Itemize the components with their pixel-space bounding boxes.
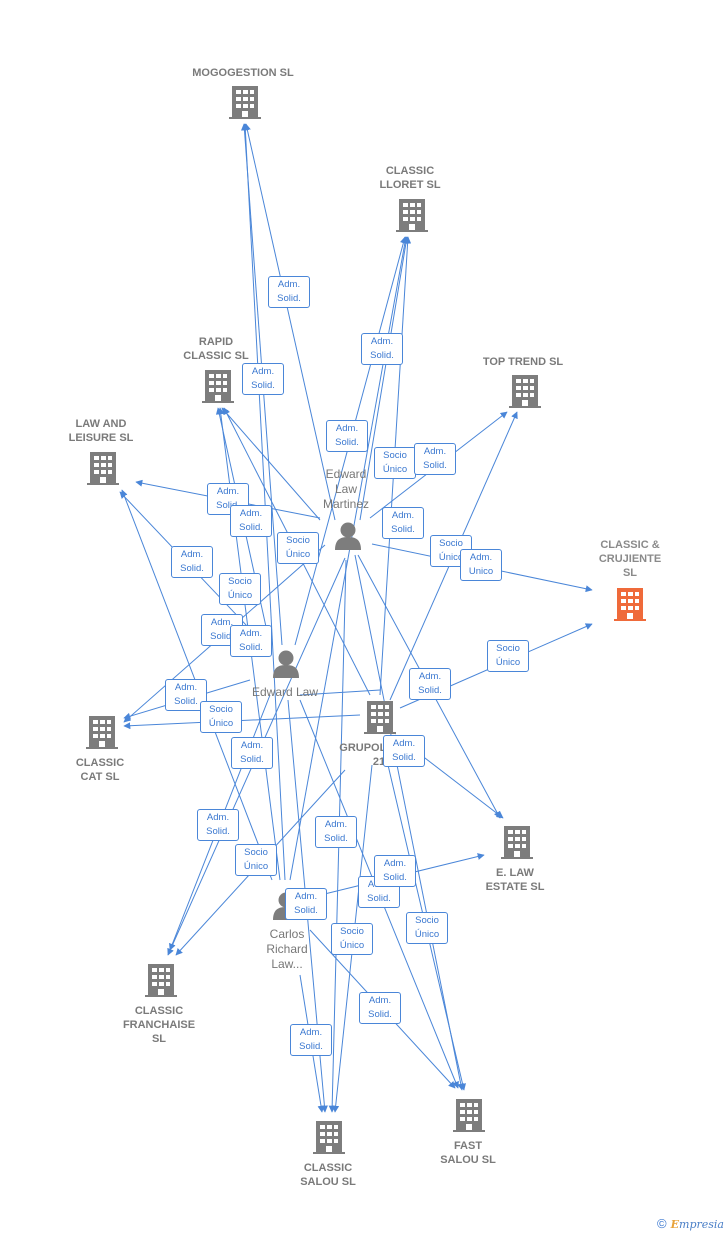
company-toptrend[interactable]: TOP TREND SL <box>463 355 583 369</box>
edge-label[interactable]: Adm. Solid. <box>374 855 416 887</box>
person-label: Carlos Richard Law... <box>266 927 308 971</box>
rapid-building-icon <box>202 370 234 403</box>
company-label: CLASSIC & CRUJIENTE SL <box>598 539 662 579</box>
edge <box>221 407 321 521</box>
classicsalou-building-icon <box>313 1121 345 1154</box>
company-elaw[interactable]: E. LAW ESTATE SL <box>455 866 575 894</box>
edge-label[interactable]: Adm. Solid. <box>242 363 284 395</box>
lloret-building-icon <box>396 199 428 232</box>
edge-label[interactable]: Adm. Unico <box>460 549 502 581</box>
edge-label[interactable]: Adm. Solid. <box>315 816 357 848</box>
edge-label[interactable]: Socio Único <box>331 923 373 955</box>
edge-label[interactable]: Socio Único <box>219 573 261 605</box>
company-lloret[interactable]: CLASSIC LLORET SL <box>350 164 470 192</box>
company-rapid[interactable]: RAPID CLASSIC SL <box>156 335 276 363</box>
copyright-icon: © <box>657 1216 667 1231</box>
person-edwardlaw[interactable]: Edward Law <box>230 685 340 700</box>
edge-label[interactable]: Adm. Solid. <box>382 507 424 539</box>
edge-label[interactable]: Adm. Solid. <box>414 443 456 475</box>
company-label: RAPID CLASSIC SL <box>183 336 249 362</box>
person-carlos[interactable]: Carlos Richard Law... <box>240 927 334 972</box>
edge <box>299 689 381 696</box>
edge-label[interactable]: Adm. Solid. <box>409 668 451 700</box>
edge-label[interactable]: Socio Único <box>200 701 242 733</box>
edge-label[interactable]: Socio Único <box>235 844 277 876</box>
person-edwardmartinez[interactable]: Edward Law Martinez <box>298 467 394 512</box>
edge-label[interactable]: Adm. Solid. <box>361 333 403 365</box>
edwardmartinez-person-icon <box>335 522 361 550</box>
edwardlaw-person-icon <box>273 650 299 678</box>
company-label: CLASSIC LLORET SL <box>379 165 441 191</box>
toptrend-building-icon <box>509 375 541 408</box>
company-label: TOP TREND SL <box>482 356 564 368</box>
person-label: Edward Law <box>251 685 319 699</box>
company-cat[interactable]: CLASSIC CAT SL <box>40 756 160 784</box>
company-mogogestion[interactable]: MOGOGESTION SL <box>173 66 313 80</box>
company-fastsalou[interactable]: FAST SALOU SL <box>408 1139 528 1167</box>
company-franchaise[interactable]: CLASSIC FRANCHAISE SL <box>99 1004 219 1046</box>
edge-label[interactable]: Adm. Solid. <box>383 735 425 767</box>
grupolaw-building-icon <box>364 701 396 734</box>
company-label: E. LAW ESTATE SL <box>485 867 545 893</box>
edge-label[interactable]: Socio Único <box>487 640 529 672</box>
company-label: MOGOGESTION SL <box>192 67 294 79</box>
edge-label[interactable]: Adm. Solid. <box>268 276 310 308</box>
edge-label[interactable]: Adm. Solid. <box>197 809 239 841</box>
edges <box>119 123 593 1113</box>
edge-label[interactable]: Adm. Solid. <box>285 888 327 920</box>
edge <box>123 714 361 730</box>
company-label: FAST SALOU SL <box>440 1140 496 1166</box>
footer-brand[interactable]: ©Empresia <box>657 1216 724 1231</box>
company-label: CLASSIC CAT SL <box>75 757 125 783</box>
edge <box>354 554 465 1091</box>
cat-building-icon <box>86 716 118 749</box>
edge-label[interactable]: Adm. Solid. <box>359 992 401 1024</box>
company-crujiente[interactable]: CLASSIC & CRUJIENTE SL <box>578 538 682 580</box>
edge-label[interactable]: Adm. Solid. <box>230 625 272 657</box>
edge-label[interactable]: Adm. Solid. <box>171 546 213 578</box>
edge <box>243 123 336 521</box>
edge <box>241 123 286 881</box>
edge-label[interactable]: Adm. Solid. <box>290 1024 332 1056</box>
edge-label[interactable]: Socio Único <box>277 532 319 564</box>
edge <box>359 236 410 521</box>
edge-label[interactable]: Socio Único <box>374 447 416 479</box>
fastsalou-building-icon <box>453 1099 485 1132</box>
edge-label[interactable]: Adm. Solid. <box>326 420 368 452</box>
edge-label[interactable]: Adm. Solid. <box>230 505 272 537</box>
brand-logo: Empresia <box>670 1218 724 1231</box>
lawleisure-building-icon <box>87 452 119 485</box>
company-label: CLASSIC SALOU SL <box>300 1162 356 1188</box>
company-label: CLASSIC FRANCHAISE SL <box>122 1005 196 1045</box>
edge-label[interactable]: Adm. Solid. <box>231 737 273 769</box>
company-label: GRUPOLAW G. 21 <box>339 742 418 768</box>
mogogestion-building-icon <box>229 86 261 119</box>
company-classicsalou[interactable]: CLASSIC SALOU SL <box>268 1161 388 1189</box>
company-grupolaw[interactable]: GRUPOLAW G. 21 <box>304 741 454 769</box>
edge-label[interactable]: Adm. Solid. <box>165 679 207 711</box>
franchaise-building-icon <box>145 964 177 997</box>
edge-label[interactable]: Socio Único <box>406 912 448 944</box>
company-label: LAW AND LEISURE SL <box>68 418 134 444</box>
elaw-building-icon <box>501 826 533 859</box>
company-lawleisure[interactable]: LAW AND LEISURE SL <box>41 417 161 445</box>
person-label: Edward Law Martinez <box>322 467 369 511</box>
crujiente-building-icon <box>614 588 646 621</box>
